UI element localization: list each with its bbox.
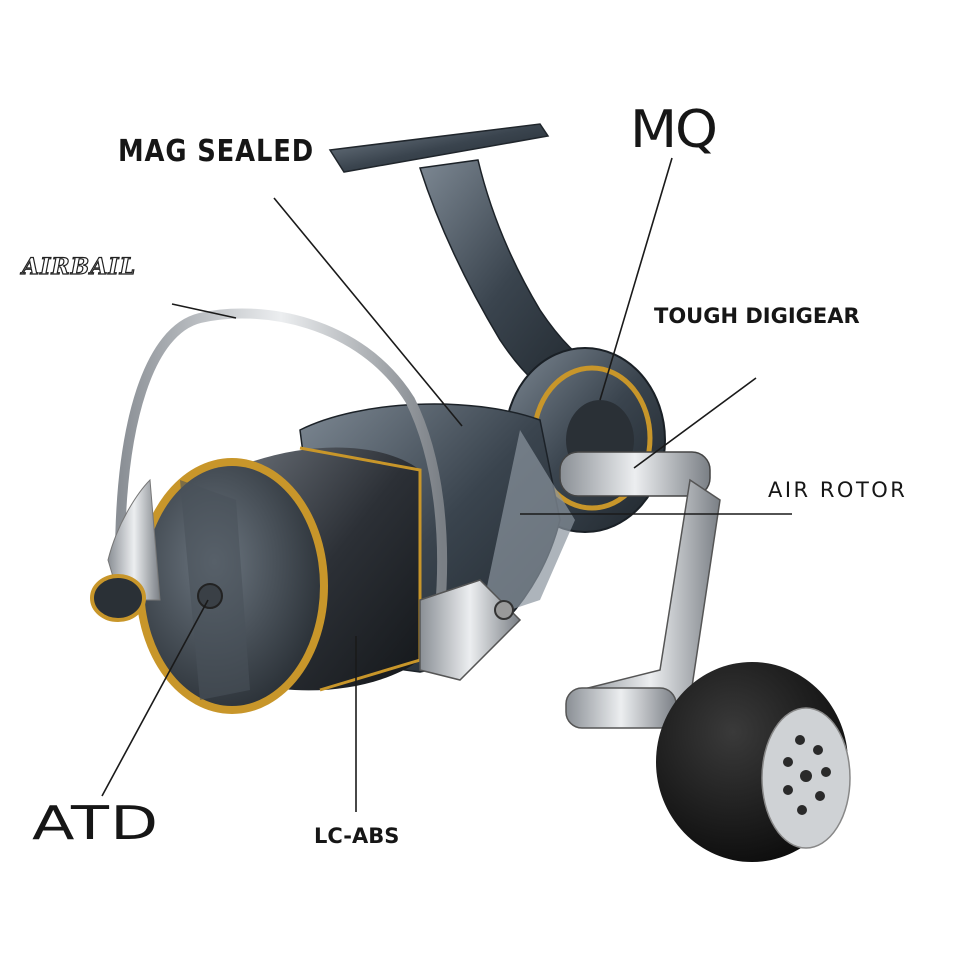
leader-line-airbail — [171, 303, 237, 319]
handle-knob — [656, 662, 851, 862]
label-air-rotor: AIR ROTOR — [768, 478, 908, 502]
leader-line-mq — [599, 157, 673, 401]
label-tough-digigear: TOUGH DIGIGEAR — [654, 304, 860, 328]
label-airbail-logo: AIRBAIL — [21, 253, 137, 280]
label-mag-sealed: MAG SEALED — [118, 134, 315, 169]
spool — [136, 446, 422, 714]
leader-lines — [101, 157, 792, 812]
leader-line-mag-sealed — [273, 197, 463, 427]
bail-arm — [90, 308, 522, 681]
handle-crank — [559, 451, 721, 729]
label-atd-logo: ATD — [32, 796, 160, 850]
reel-foot — [328, 123, 602, 399]
label-lc-abs: LC-ABS — [314, 824, 400, 848]
leader-line-tough-digigear — [633, 377, 757, 469]
label-mq-logo: MQ — [630, 100, 718, 160]
leader-line-atd — [101, 599, 209, 797]
